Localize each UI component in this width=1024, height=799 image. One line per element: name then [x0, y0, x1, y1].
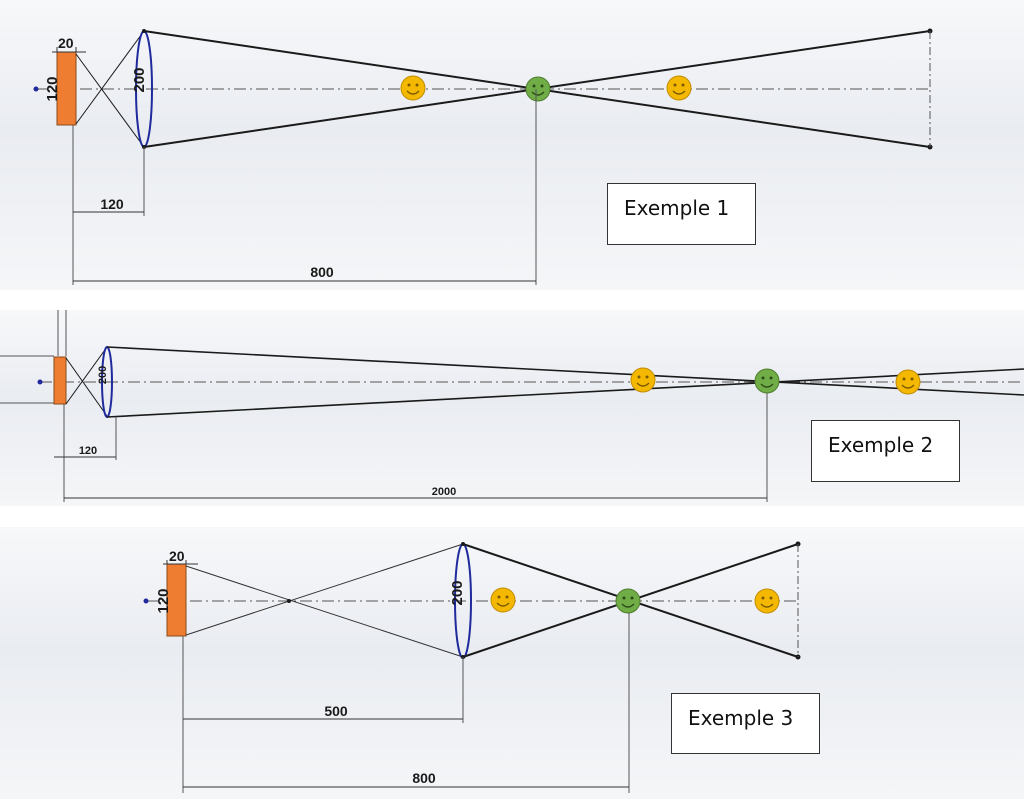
inner-ray	[75, 53, 145, 148]
example-3-panel: 20 120 200 500 800 Exemple 3	[0, 527, 1024, 799]
dim-source-to-focus: 800	[412, 770, 436, 786]
dim-source-to-lens: 500	[324, 703, 348, 719]
dim-source-to-focus: 2000	[432, 486, 456, 498]
inner-ray	[185, 565, 464, 658]
dim-source-to-lens: 120	[79, 445, 97, 457]
smiley-yellow-icon	[630, 367, 656, 393]
smiley-yellow-icon	[400, 75, 426, 101]
dim-source-width: 20	[58, 35, 74, 51]
inner-ray	[75, 30, 145, 125]
dim-source-width: 20	[169, 548, 185, 564]
axis-origin-dot	[33, 86, 39, 92]
dim-lens-height: 200	[97, 366, 109, 384]
inner-ray	[185, 543, 464, 636]
axis-origin-dot	[143, 598, 149, 604]
example-1-drawing: 20 120 200 120 800	[33, 28, 933, 285]
dim-source-to-focus: 800	[310, 264, 334, 280]
dim-source-height: 120	[44, 76, 61, 101]
example-3-drawing: 20 120 200 500 800	[143, 541, 801, 793]
example-2-drawing: 200 120 2000	[0, 310, 1024, 502]
smiley-green-icon	[525, 76, 551, 102]
smiley-yellow-icon	[895, 369, 921, 395]
smiley-yellow-icon	[490, 587, 516, 613]
main-ray	[106, 346, 1024, 396]
example-label: Exemple 1	[607, 183, 756, 245]
example-label: Exemple 2	[811, 420, 960, 482]
axis-origin-dot	[37, 379, 43, 385]
example-1-panel: 20 120 200 120 800 Exemple 1	[0, 0, 1024, 290]
cross-point	[287, 599, 291, 603]
smiley-yellow-icon	[754, 588, 780, 614]
smiley-green-icon	[615, 588, 641, 614]
dim-source-to-lens: 120	[100, 196, 124, 212]
smiley-yellow-icon	[666, 75, 692, 101]
smiley-green-icon	[754, 368, 780, 394]
inner-ray	[65, 357, 108, 417]
example-2-panel: 200 120 2000 Exemple 2	[0, 310, 1024, 506]
dim-lens-height: 200	[449, 580, 466, 605]
example-label: Exemple 3	[671, 693, 820, 754]
main-ray	[106, 368, 1024, 418]
light-source	[53, 356, 67, 405]
dim-source-height: 120	[155, 588, 172, 613]
inner-ray	[65, 346, 108, 405]
dim-lens-height: 200	[131, 67, 148, 92]
